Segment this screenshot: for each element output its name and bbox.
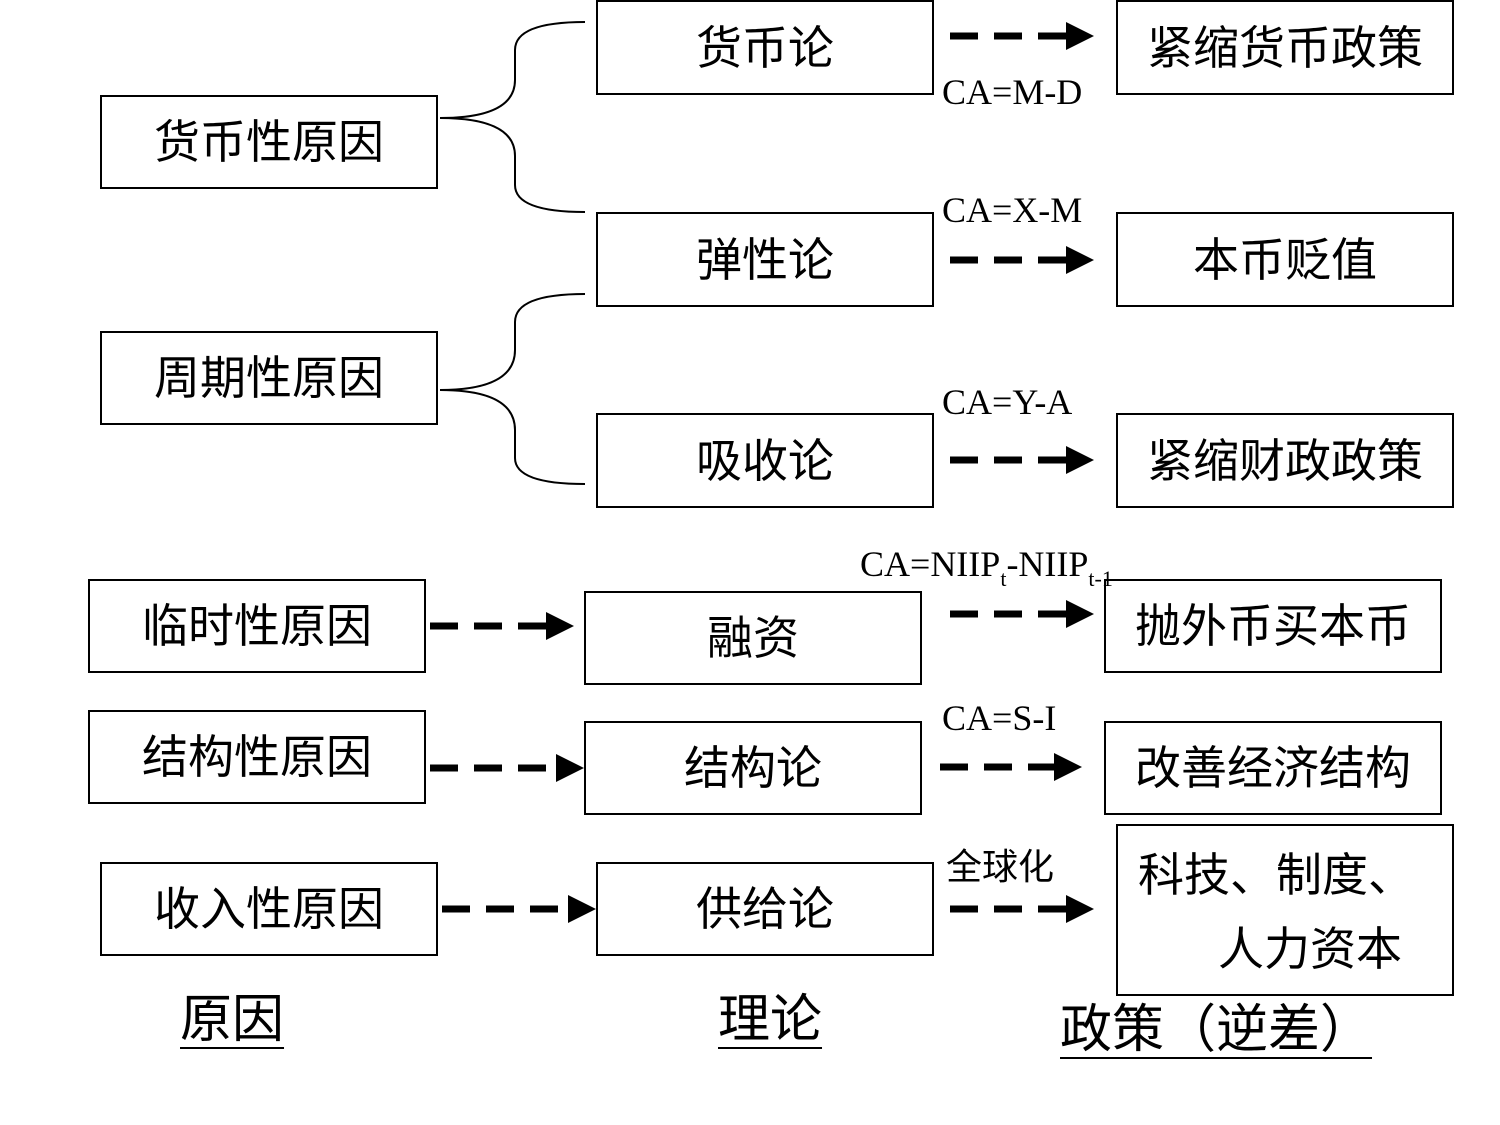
- formula-financing: CA=NIIPt-NIIPt-1: [860, 544, 1113, 590]
- policy-tight-fiscal: 紧缩财政政策: [1116, 413, 1454, 508]
- brace-monetary: [439, 21, 586, 213]
- theory-monetary: 货币论: [596, 0, 934, 95]
- theory-absorption-label: 吸收论: [696, 433, 834, 488]
- arrow-structural-policy: [940, 753, 1082, 781]
- arrow-financing-policy: [950, 600, 1094, 628]
- formula-financing-a: CA=NIIP: [860, 544, 1001, 584]
- theory-supply-label: 供给论: [696, 882, 834, 936]
- arrow-supply-policy: [950, 895, 1094, 923]
- theory-absorption: 吸收论: [596, 413, 934, 508]
- formula-absorption: CA=Y-A: [942, 382, 1073, 422]
- arrow-temporary-financing: [430, 612, 574, 640]
- cause-cyclical-label: 周期性原因: [154, 351, 384, 405]
- formula-financing-b: -NIIP: [1006, 544, 1089, 584]
- theory-structural-label: 结构论: [684, 741, 822, 795]
- formula-supply: 全球化: [946, 847, 1055, 888]
- policy-devaluation: 本币贬值: [1116, 212, 1454, 307]
- policy-tight-monetary-label: 紧缩货币政策: [1147, 20, 1423, 75]
- policy-devaluation-label: 本币贬值: [1193, 232, 1377, 287]
- theory-supply: 供给论: [596, 862, 934, 956]
- arrow-monetary-policy: [950, 22, 1094, 50]
- policy-tech-line1: 科技、制度、: [1138, 848, 1414, 903]
- arrow-elasticity-policy: [950, 246, 1094, 274]
- policy-improve-structure-label: 改善经济结构: [1135, 741, 1411, 795]
- formula-structural: CA=S-I: [942, 698, 1057, 738]
- formula-monetary: CA=M-D: [942, 72, 1083, 112]
- arrow-income-supply: [442, 895, 596, 923]
- footer-policies: 政策（逆差）: [1060, 1000, 1373, 1060]
- theory-financing: 融资: [584, 591, 922, 685]
- cause-temporary-label: 临时性原因: [142, 599, 372, 653]
- policy-tech-line2: 人力资本: [1218, 922, 1402, 976]
- policy-tight-fiscal-label: 紧缩财政政策: [1147, 433, 1423, 488]
- cause-income-label: 收入性原因: [154, 882, 384, 936]
- formula-financing-sub-a: t: [1000, 566, 1007, 591]
- cause-cyclical: 周期性原因: [100, 331, 438, 425]
- arrow-structural-theory: [430, 754, 584, 782]
- formula-financing-sub-b: t-1: [1088, 566, 1113, 591]
- policy-sell-foreign: 抛外币买本币: [1104, 579, 1442, 673]
- cause-structural-label: 结构性原因: [142, 730, 372, 784]
- brace-cyclical: [439, 293, 586, 485]
- footer-causes: 原因: [180, 990, 285, 1050]
- policy-tech-institution: 科技、制度、 人力资本: [1116, 824, 1454, 996]
- theory-structural: 结构论: [584, 721, 922, 815]
- theory-financing-label: 融资: [707, 611, 799, 665]
- cause-monetary: 货币性原因: [100, 95, 438, 189]
- cause-structural: 结构性原因: [88, 710, 426, 804]
- cause-monetary-label: 货币性原因: [154, 115, 384, 169]
- theory-elasticity: 弹性论: [596, 212, 934, 307]
- cause-temporary: 临时性原因: [88, 579, 426, 673]
- formula-elasticity: CA=X-M: [942, 190, 1083, 230]
- policy-tight-monetary: 紧缩货币政策: [1116, 0, 1454, 95]
- policy-improve-structure: 改善经济结构: [1104, 721, 1442, 815]
- footer-theories: 理论: [718, 990, 823, 1050]
- policy-sell-foreign-label: 抛外币买本币: [1135, 599, 1411, 653]
- theory-elasticity-label: 弹性论: [696, 232, 834, 287]
- cause-income: 收入性原因: [100, 862, 438, 956]
- theory-monetary-label: 货币论: [696, 20, 834, 75]
- arrow-absorption-policy: [950, 446, 1094, 474]
